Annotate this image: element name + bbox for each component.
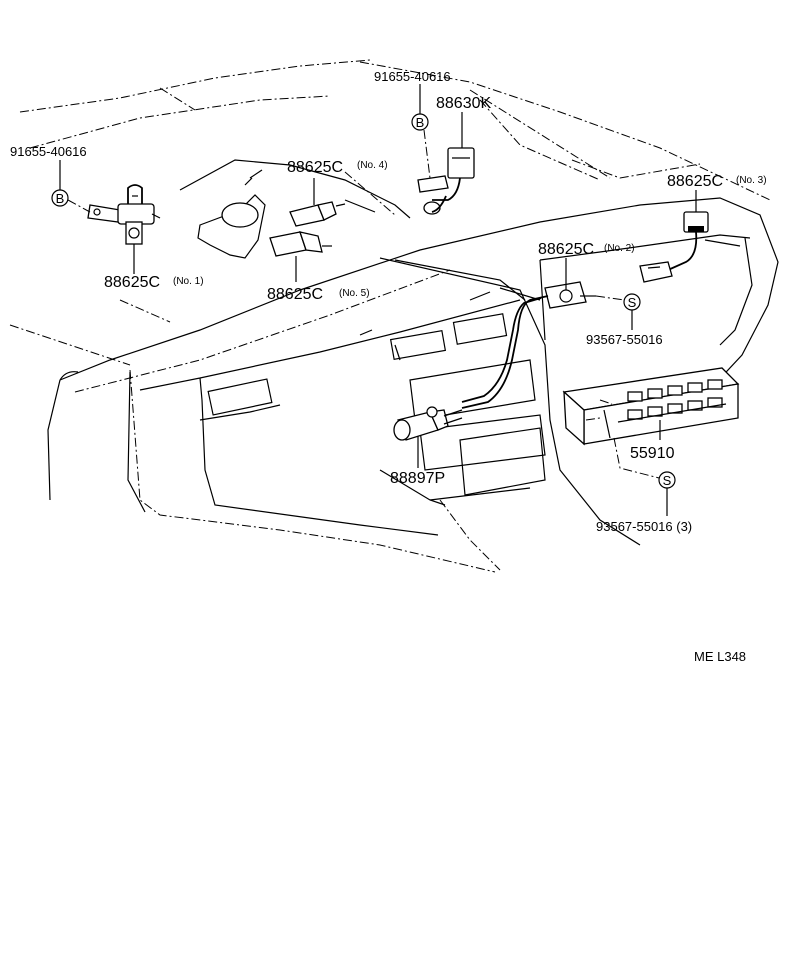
screw-upper-label: 93567-55016 [586, 332, 663, 347]
sensor-no5-suffix: (No. 5) [339, 288, 370, 299]
leader-lines [59, 84, 697, 516]
screw-symbol-upper: S [623, 293, 641, 311]
aspirator-assembly [393, 406, 463, 441]
sensor-no3-label: 88625C [667, 173, 723, 190]
sensor-no4-suffix: (No. 4) [357, 160, 388, 171]
bolt-left-label: 91655-40616 [10, 144, 87, 159]
aspirator-label: 88897P [390, 470, 445, 487]
svg-text:B: B [416, 115, 425, 130]
svg-text:S: S [628, 295, 637, 310]
reference-code: ME L348 [694, 649, 746, 664]
relay-label: 88630K [436, 95, 491, 112]
control-unit-label: 55910 [630, 445, 675, 462]
svg-text:B: B [56, 191, 65, 206]
sensor-no4 [289, 201, 346, 227]
sensor-no5-label: 88625C [267, 286, 323, 303]
bolt-top-label: 91655-40616 [374, 69, 451, 84]
sensor-no1-suffix: (No. 1) [173, 276, 204, 287]
control-unit [562, 367, 740, 446]
control-buttons [627, 379, 723, 420]
dashboard [47, 197, 779, 546]
screw-lower-label: 93567-55016 (3) [596, 519, 692, 534]
sensor-no2-suffix: (No. 2) [604, 243, 635, 254]
sensor-no4-label: 88625C [287, 159, 343, 176]
body-outline [9, 59, 771, 573]
sensor-no1-label: 88625C [104, 274, 160, 291]
relay-assembly [417, 147, 475, 215]
sensor-no2-assembly [461, 281, 596, 409]
sensor-no5 [269, 231, 332, 257]
screw-symbol-lower: S [658, 471, 676, 489]
bolt-symbol-left: B [51, 189, 69, 207]
sensor-no2-label: 88625C [538, 241, 594, 258]
sensor-no3-suffix: (No. 3) [736, 175, 767, 186]
sensor-no3-assembly [639, 211, 709, 283]
sensor-no1-assembly [87, 184, 161, 270]
bolt-symbol-top: B [411, 113, 429, 131]
part-labels: 91655-40616 91655-40616 88630K 88625C (N… [10, 69, 767, 664]
heater-core [179, 159, 411, 259]
svg-text:S: S [663, 473, 672, 488]
